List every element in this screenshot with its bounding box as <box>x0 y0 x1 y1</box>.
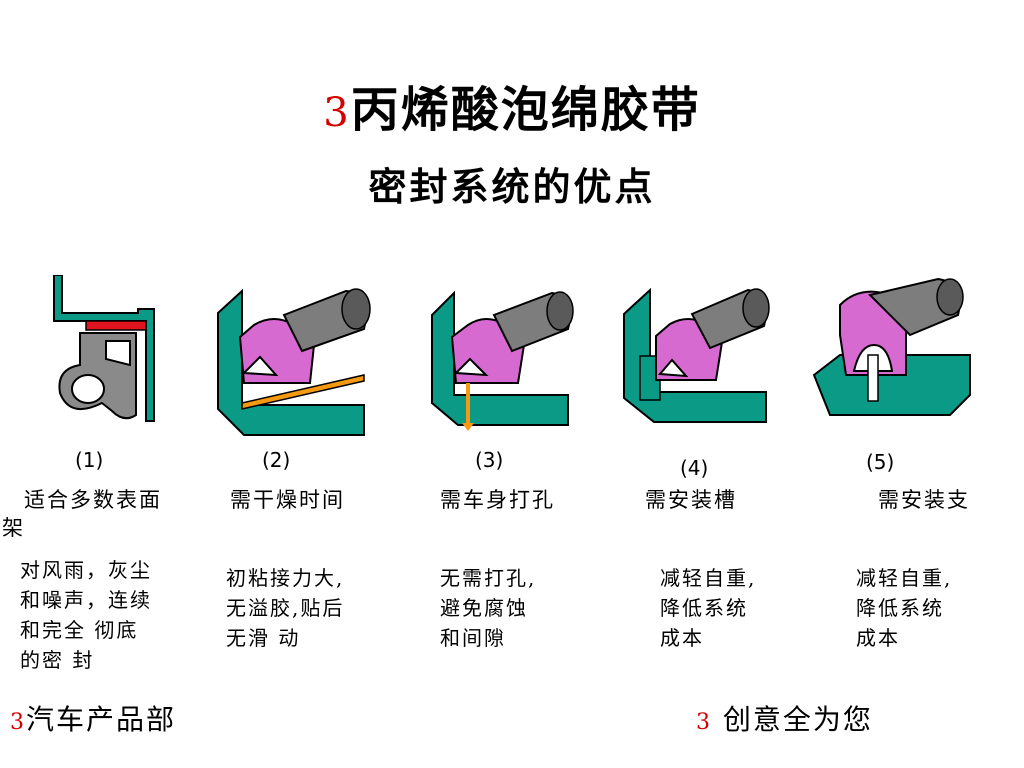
title-text: 丙烯酸泡绵胶带 <box>350 82 701 138</box>
title-number: 3 <box>323 90 351 136</box>
item-heading-3: 需车身打孔 <box>440 488 555 512</box>
footer-left-text: 汽车产品部 <box>26 703 177 736</box>
item-label-3: (3) <box>475 448 504 472</box>
item-detail-5: 减轻自重, 降低系统 成本 <box>856 563 952 653</box>
footer-right-text: 创意全为您 <box>722 703 873 736</box>
footer-right: 3 创意全为您 <box>696 702 873 741</box>
item-detail-1-line: 和完全 彻底 <box>20 618 139 642</box>
item-label-2: (2) <box>262 448 291 472</box>
item-detail-4-line: 降低系统 <box>660 596 748 620</box>
item-label-5: (5) <box>866 450 895 474</box>
item-detail-2-line: 无溢胶,贴后 <box>226 596 345 620</box>
item-heading-4: 需安装槽 <box>645 488 737 512</box>
item-detail-4-line: 成本 <box>660 626 704 650</box>
item-detail-3-line: 无需打孔, <box>440 566 537 590</box>
item-label-4: (4) <box>680 456 709 480</box>
page-title: 3丙烯酸泡绵胶带 <box>0 80 1024 143</box>
seal-figure-3 <box>431 290 574 431</box>
item-detail-2-line: 无滑 动 <box>226 626 301 650</box>
item-detail-5-line: 降低系统 <box>856 596 944 620</box>
item-label-1: (1) <box>75 448 104 472</box>
page-subtitle: 密封系统的优点 <box>368 164 656 209</box>
footer-right-number: 3 <box>696 710 712 735</box>
item-detail-4: 减轻自重, 降低系统 成本 <box>660 563 756 653</box>
item-detail-2: 初粘接力大, 无溢胶,贴后 无滑 动 <box>226 563 344 653</box>
item-detail-1: 对风雨，灰尘 和噪声，连续 和完全 彻底 的密 封 <box>20 555 152 675</box>
item-detail-3-line: 和间隙 <box>440 626 506 650</box>
item-detail-1-line: 对风雨，灰尘 <box>20 558 152 582</box>
item-heading-1: 适合多数表面 架 <box>2 486 192 542</box>
item-detail-5-line: 减轻自重, <box>856 566 953 590</box>
item-heading-5: 需安装支 <box>878 488 970 512</box>
item-detail-5-line: 成本 <box>856 626 900 650</box>
item-heading-1-line: 适合多数表面 <box>24 488 162 512</box>
item-detail-2-line: 初粘接力大, <box>226 566 345 590</box>
footer-left: 3汽车产品部 <box>10 702 176 741</box>
footer-left-number: 3 <box>10 710 26 735</box>
seal-figure-2 <box>217 288 371 436</box>
seal-figure-1 <box>53 275 155 422</box>
item-heading-1-wrap: 架 <box>2 516 25 540</box>
item-heading-2: 需干燥时间 <box>230 488 345 512</box>
item-detail-1-line: 的密 封 <box>20 648 95 672</box>
item-detail-3-line: 避免腐蚀 <box>440 596 528 620</box>
seal-figure-5 <box>812 277 971 416</box>
item-detail-3: 无需打孔, 避免腐蚀 和间隙 <box>440 563 536 653</box>
item-detail-4-line: 减轻自重, <box>660 566 757 590</box>
seal-figure-4 <box>623 287 770 423</box>
item-detail-1-line: 和噪声，连续 <box>20 588 152 612</box>
